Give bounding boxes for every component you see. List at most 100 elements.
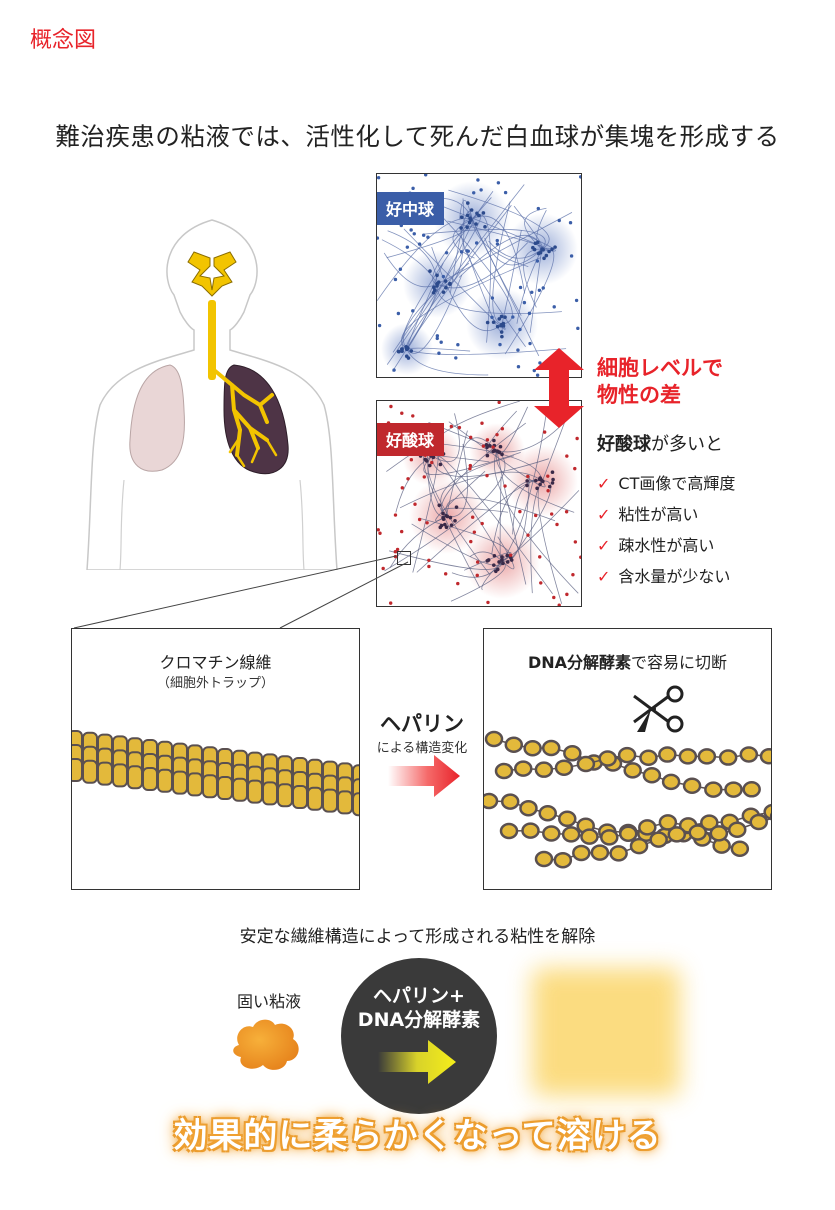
protein-dot xyxy=(412,232,416,236)
protein-dot xyxy=(411,414,415,418)
cell-granule xyxy=(495,567,500,572)
protein-dot xyxy=(469,539,473,544)
cell-granule xyxy=(492,563,496,567)
protein-dot xyxy=(530,290,534,295)
protein-dot xyxy=(541,286,545,290)
nucleosome xyxy=(629,837,649,855)
protein-dot xyxy=(449,424,454,429)
headline: 難治疾患の粘液では、活性化して死んだ白血球が集塊を形成する xyxy=(55,122,780,151)
protein-dot xyxy=(465,249,469,253)
cell-granule xyxy=(501,561,505,566)
protein-dot xyxy=(480,421,484,425)
protein-dot xyxy=(435,336,439,341)
protein-dot xyxy=(422,475,426,479)
protein-dot xyxy=(511,315,515,319)
treatment-circle xyxy=(341,958,497,1114)
cell-granule xyxy=(448,281,452,286)
chromatin-box: クロマチン線維 （細胞外トラップ） xyxy=(71,628,360,890)
nucleosome xyxy=(337,790,353,815)
protein-dot xyxy=(479,188,483,192)
cell-granule xyxy=(544,253,549,258)
cell-granule xyxy=(467,220,472,225)
cell-granule xyxy=(500,334,504,339)
protein-dot xyxy=(498,342,502,347)
nucleosome xyxy=(322,788,338,813)
protein-dot xyxy=(537,288,542,292)
nucleosome xyxy=(541,739,561,757)
protein-dot xyxy=(536,206,541,211)
chromatin-caption: クロマチン線維 xyxy=(159,653,272,672)
protein-dot xyxy=(568,221,573,225)
protein-dot xyxy=(409,457,414,462)
fiber-strand xyxy=(459,199,473,220)
effect-item: ✓疎水性が高い xyxy=(597,530,735,561)
nucleosome xyxy=(709,825,729,842)
cell-granule xyxy=(547,484,552,489)
fiber-strand xyxy=(516,248,543,324)
neutrophil-network xyxy=(377,174,581,377)
nucleosome xyxy=(187,772,203,797)
nucleosome xyxy=(499,822,519,840)
nucleosome xyxy=(484,730,504,748)
protein-dot xyxy=(426,235,430,239)
nucleosome xyxy=(718,749,738,766)
protein-dot xyxy=(411,186,415,191)
cell-granule xyxy=(443,522,447,527)
nucleosome xyxy=(112,763,128,788)
fiber-strand xyxy=(440,455,514,517)
protein-dot xyxy=(522,300,527,305)
heparin-title: ヘパリン xyxy=(380,712,464,736)
nucleosome xyxy=(617,746,637,764)
difference-line-2: 物性の差 xyxy=(597,383,681,407)
protein-dot xyxy=(528,341,532,346)
dissolved-mucus-blob xyxy=(532,968,680,1096)
cell-granule xyxy=(550,481,555,485)
fiber-strand xyxy=(431,413,460,462)
fiber-strand xyxy=(488,240,543,259)
cell-granule xyxy=(498,444,503,449)
fiber-strand xyxy=(406,348,567,355)
protein-dot xyxy=(475,560,480,564)
up-down-arrow-icon xyxy=(534,348,584,428)
cell-granule xyxy=(485,320,490,325)
protein-dot xyxy=(393,277,398,282)
protein-dot xyxy=(565,592,569,597)
cell-granule xyxy=(485,453,490,458)
cell-granule xyxy=(540,479,545,484)
cell-granule xyxy=(500,452,504,457)
protein-dot xyxy=(503,484,507,488)
scissors-icon xyxy=(629,684,689,744)
effect-item: ✓含水量が少ない xyxy=(597,561,735,592)
protein-dot xyxy=(411,309,415,313)
cell-granule xyxy=(538,250,543,255)
protein-dot xyxy=(381,566,385,571)
heparin-sub: による構造変化 xyxy=(376,741,468,756)
cell-granule xyxy=(487,444,492,448)
protein-dot xyxy=(439,340,443,344)
cell-granule xyxy=(423,457,428,462)
cell-granule xyxy=(443,279,448,283)
cell-granule xyxy=(439,523,444,528)
protein-dot xyxy=(474,241,479,245)
protein-dot xyxy=(573,540,578,544)
check-icon: ✓ xyxy=(597,536,611,555)
cell-granule xyxy=(444,285,448,290)
cell-granule xyxy=(475,211,479,216)
fiber-strand xyxy=(536,210,547,250)
nucleosome xyxy=(523,740,542,757)
fiber-strand xyxy=(416,479,543,573)
protein-dot xyxy=(557,603,561,606)
cell-granule xyxy=(535,240,540,245)
protein-dot xyxy=(555,522,559,527)
circle-line-1: ヘパリン+ xyxy=(373,985,465,1007)
dnase-title: DNA分解酵素で容易に切断 xyxy=(484,649,771,673)
nucleosome xyxy=(700,814,719,831)
cell-granule xyxy=(484,443,489,447)
hard-mucus-blob xyxy=(229,1015,305,1075)
nucleosome xyxy=(749,813,768,831)
cell-granule xyxy=(441,511,445,516)
nucleosome xyxy=(704,781,723,798)
nucleosome xyxy=(172,770,188,795)
nucleosome xyxy=(292,785,308,809)
